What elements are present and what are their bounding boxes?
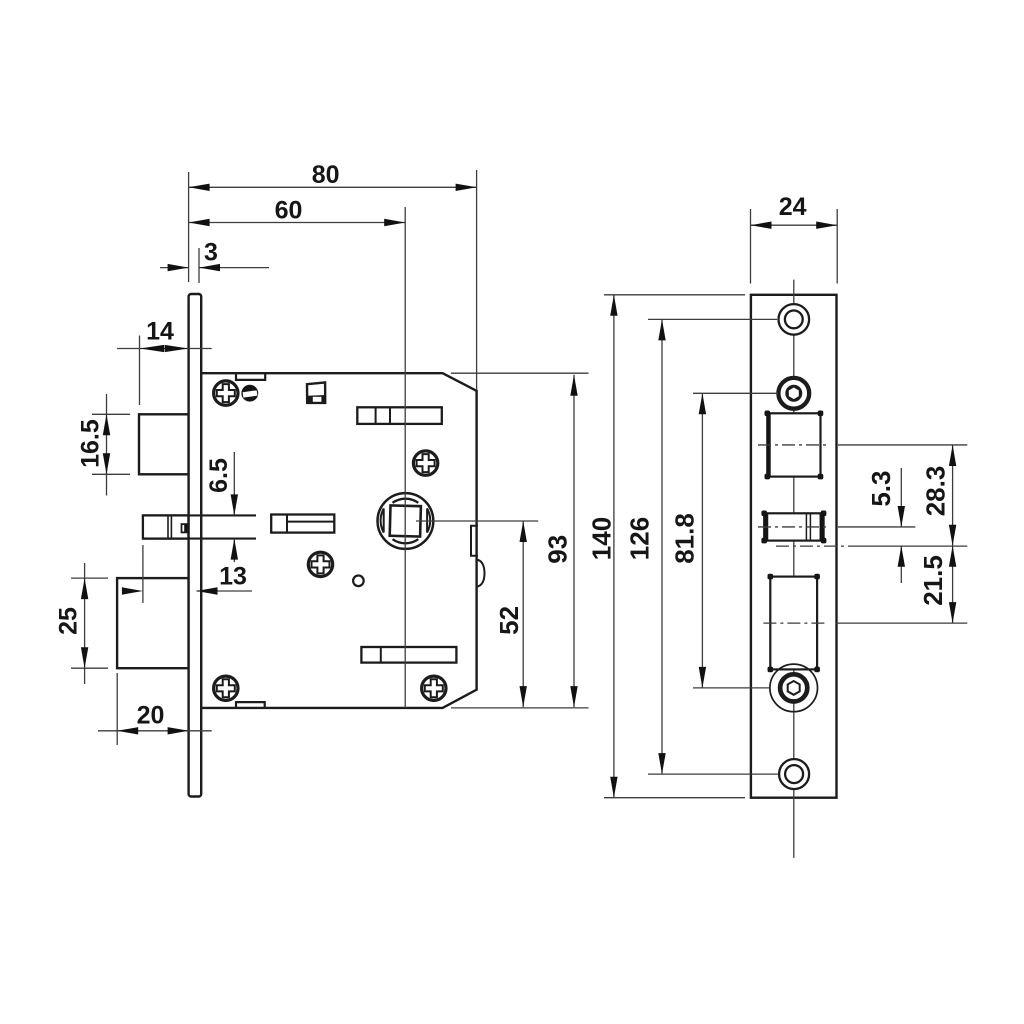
svg-text:140: 140 <box>587 517 617 560</box>
svg-text:5.3: 5.3 <box>866 471 896 507</box>
svg-text:52: 52 <box>494 606 524 635</box>
svg-text:80: 80 <box>312 161 340 189</box>
svg-text:126: 126 <box>625 517 655 560</box>
svg-text:20: 20 <box>137 701 165 729</box>
svg-text:14: 14 <box>146 317 174 345</box>
svg-text:24: 24 <box>779 193 807 221</box>
svg-text:16.5: 16.5 <box>76 419 104 468</box>
svg-text:6.5: 6.5 <box>205 458 233 493</box>
svg-text:25: 25 <box>55 607 83 635</box>
svg-text:28.3: 28.3 <box>921 466 951 517</box>
svg-text:81.8: 81.8 <box>670 513 700 564</box>
svg-text:21.5: 21.5 <box>918 555 948 606</box>
svg-text:13: 13 <box>219 562 247 590</box>
svg-text:93: 93 <box>543 535 573 564</box>
svg-text:3: 3 <box>204 238 218 266</box>
svg-text:60: 60 <box>275 196 303 224</box>
